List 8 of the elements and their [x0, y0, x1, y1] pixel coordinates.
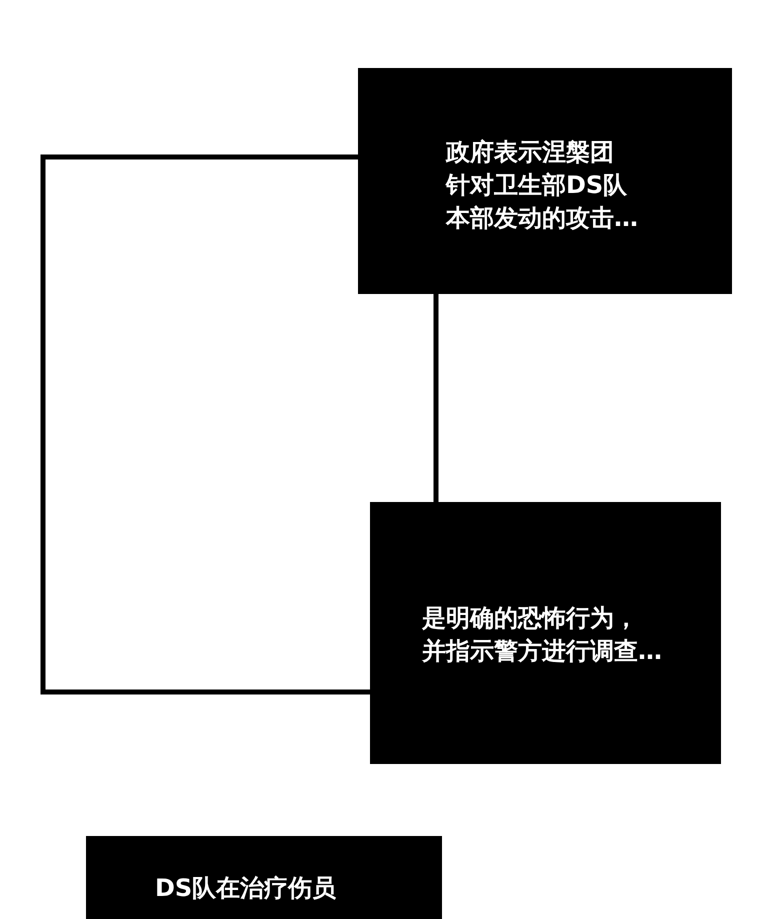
connector-line [434, 294, 438, 502]
caption-box [370, 502, 721, 764]
caption-text: 政府表示涅槃团针对卫生部DS队本部发动的攻击… [446, 137, 638, 234]
caption-box [86, 836, 442, 919]
caption-text: DS队在治疗伤员 [155, 873, 336, 904]
caption-text: 是明确的恐怖行为，并指示警方进行调查… [422, 603, 662, 667]
connector-line [40, 154, 370, 694]
caption-box [358, 68, 732, 294]
